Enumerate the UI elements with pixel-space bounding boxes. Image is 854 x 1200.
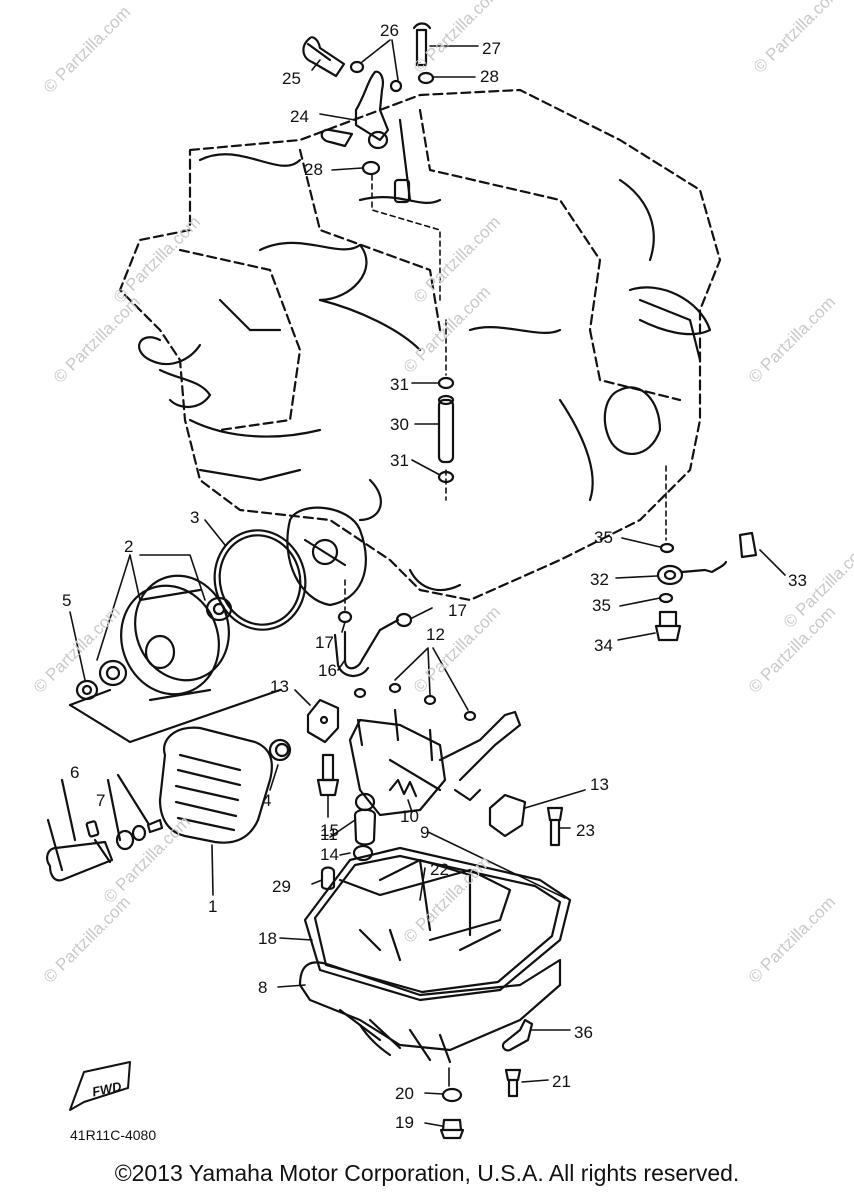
- copyright-notice: ©2013 Yamaha Motor Corporation, U.S.A. A…: [114, 1160, 740, 1186]
- callout-20: 20: [395, 1084, 414, 1103]
- callout-18: 18: [258, 929, 277, 948]
- oil-filter-mount-plate: [286, 506, 367, 607]
- engine-crankcase-outline: [118, 88, 722, 602]
- callout-31: 31: [390, 451, 409, 470]
- callout-11: 11: [320, 825, 338, 844]
- fwd-label: FWD: [91, 1079, 124, 1100]
- callout-32: 32: [590, 570, 609, 589]
- callout-35: 35: [592, 596, 611, 615]
- oil-pan-assembly: [298, 806, 572, 1140]
- callout-13: 13: [270, 677, 289, 696]
- callout-19: 19: [395, 1113, 414, 1132]
- forward-direction-arrow: [69, 1061, 131, 1111]
- callout-17: 17: [448, 601, 467, 620]
- callout-24: 24: [290, 107, 309, 126]
- callout-27: 27: [482, 39, 501, 58]
- callout-30: 30: [390, 415, 409, 434]
- top-oil-line-parts: [302, 22, 435, 176]
- callout-36: 36: [574, 1023, 593, 1042]
- callout-10: 10: [400, 807, 419, 826]
- oil-union-parts: [654, 531, 758, 642]
- callout-28: 28: [480, 67, 499, 86]
- callout-5: 5: [62, 591, 71, 610]
- callout-3: 3: [190, 508, 199, 527]
- callout-6: 6: [70, 763, 79, 782]
- callout-15: 15: [320, 821, 339, 840]
- callout-16: 16: [318, 661, 337, 680]
- callout-34: 34: [594, 636, 613, 655]
- callout-leader-lines: [69, 39, 786, 1127]
- engine-crankcase-details: [138, 118, 712, 592]
- drawing-code: 41R11C-4080: [70, 1127, 156, 1143]
- callout-12: 12: [426, 625, 445, 644]
- callout-1: 1: [208, 897, 217, 916]
- callout-7: 7: [96, 791, 105, 810]
- callout-22: 22: [430, 860, 449, 879]
- callout-8: 8: [258, 978, 267, 997]
- callout-25: 25: [282, 69, 301, 88]
- callout-31: 31: [390, 375, 409, 394]
- callout-29: 29: [272, 877, 291, 896]
- callout-35: 35: [594, 528, 613, 547]
- callout-4: 4: [262, 791, 271, 810]
- oil-filter-assembly: [46, 529, 307, 882]
- callout-numbers: 1234567891011121313141516171718192021222…: [62, 21, 807, 1132]
- callout-13: 13: [590, 775, 609, 794]
- callout-23: 23: [576, 821, 595, 840]
- callout-17: 17: [315, 633, 334, 652]
- engine-oil-system-drawing: 1234567891011121313141516171718192021222…: [46, 21, 807, 1143]
- callout-28: 28: [304, 160, 323, 179]
- callout-33: 33: [788, 571, 807, 590]
- oil-strainer-and-pipes: [306, 610, 527, 862]
- callout-2: 2: [124, 537, 133, 556]
- callout-21: 21: [552, 1072, 571, 1091]
- callout-14: 14: [320, 845, 339, 864]
- callout-9: 9: [420, 823, 429, 842]
- oil-delivery-pipe: [437, 376, 455, 484]
- callout-26: 26: [380, 21, 399, 40]
